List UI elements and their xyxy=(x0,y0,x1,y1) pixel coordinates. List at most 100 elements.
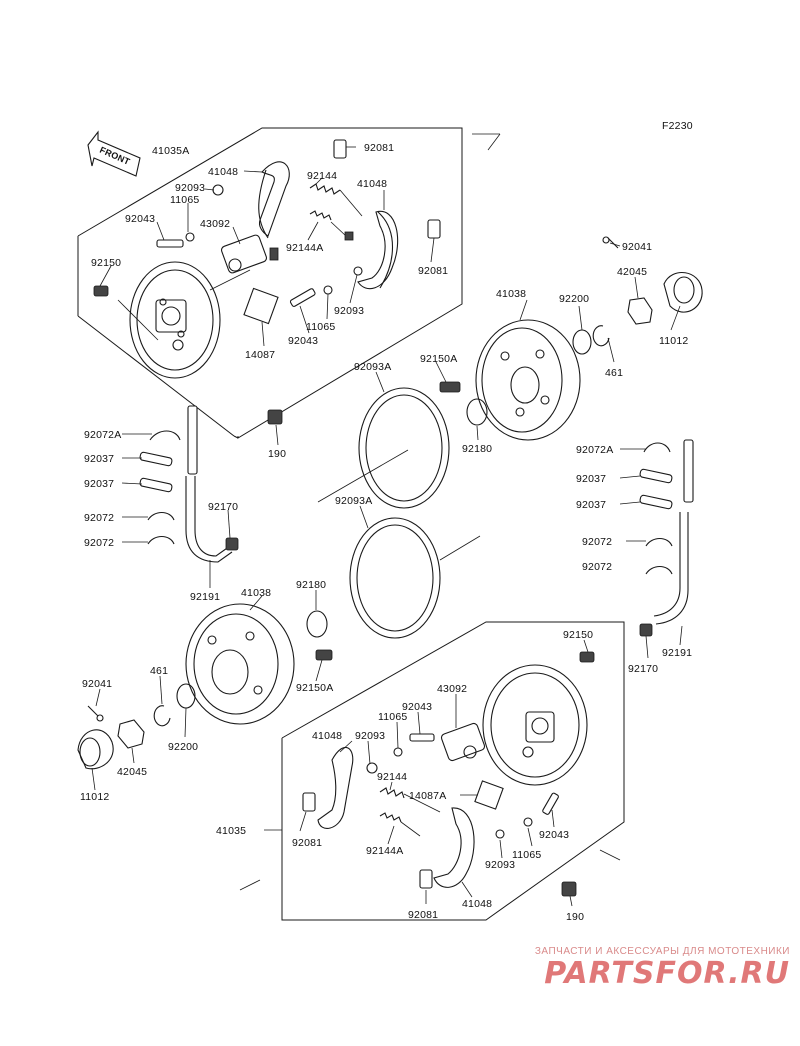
callout-92144A: 92144A xyxy=(366,845,403,857)
lower-clip-2 xyxy=(419,869,433,889)
callout-11065: 11065 xyxy=(170,194,199,206)
lower-washer-4 xyxy=(495,829,505,839)
callout-92072: 92072 xyxy=(582,536,612,548)
callout-190: 190 xyxy=(566,911,584,923)
callout-92037: 92037 xyxy=(576,473,606,485)
upper-washer-4 xyxy=(353,266,363,276)
lower-springs xyxy=(379,787,441,837)
lower-o-ring xyxy=(306,610,328,638)
callout-92180: 92180 xyxy=(462,443,492,455)
callout-92093: 92093 xyxy=(175,182,205,194)
callout-92081: 92081 xyxy=(418,265,448,277)
lower-pin-2 xyxy=(542,792,559,815)
callout-92170: 92170 xyxy=(628,663,658,675)
callout-41048: 41048 xyxy=(312,730,342,742)
watermark-subtitle: ЗАПЧАСТИ И АКСЕССУАРЫ ДЛЯ МОТОТЕХНИКИ xyxy=(534,946,790,957)
lower-hub-parts xyxy=(77,683,196,770)
lower-washer-3 xyxy=(523,817,533,827)
left-hose-parts xyxy=(139,405,283,563)
callout-92144: 92144 xyxy=(377,771,407,783)
callout-92144A: 92144A xyxy=(286,242,323,254)
upper-bolt xyxy=(93,285,109,297)
upper-washer-2 xyxy=(185,232,195,242)
lower-washer-1 xyxy=(366,762,378,774)
callout-92200: 92200 xyxy=(168,741,198,753)
lower-adjuster xyxy=(474,780,504,810)
callout-41035: 41035 xyxy=(216,825,246,837)
upper-drum-seal xyxy=(358,387,450,509)
upper-springs xyxy=(309,183,363,241)
callout-92093A: 92093A xyxy=(335,495,372,507)
callout-92072A: 92072A xyxy=(84,429,121,441)
callout-11012: 11012 xyxy=(659,335,688,347)
upper-pin-2 xyxy=(289,288,316,307)
callout-92200: 92200 xyxy=(559,293,589,305)
lower-pin-1 xyxy=(409,733,435,742)
callout-92144: 92144 xyxy=(307,170,337,182)
upper-brake-shoe-1 xyxy=(258,161,290,239)
upper-o-ring xyxy=(466,398,488,426)
leader-lines xyxy=(91,146,683,907)
upper-brake-panel xyxy=(117,261,251,379)
callout-labels: 41035A 41048 92081 92093 92144 41048 110… xyxy=(80,142,692,923)
callout-92037: 92037 xyxy=(576,499,606,511)
lower-bolt xyxy=(579,651,595,663)
callout-92093A: 92093A xyxy=(354,361,391,373)
watermark-logo: PARTSFOR.RU xyxy=(544,956,790,991)
upper-brake-shoe-2 xyxy=(357,210,399,290)
lower-wheel-cylinder xyxy=(440,722,486,762)
callout-92041: 92041 xyxy=(82,678,112,690)
callout-41048: 41048 xyxy=(208,166,238,178)
callout-92037: 92037 xyxy=(84,453,114,465)
callout-92150A: 92150A xyxy=(420,353,457,365)
callout-92093: 92093 xyxy=(355,730,385,742)
lower-bleeder xyxy=(561,881,577,897)
callout-92093: 92093 xyxy=(334,305,364,317)
callout-461: 461 xyxy=(605,367,623,379)
upper-wheel-cylinder xyxy=(220,234,279,274)
upper-clip-2 xyxy=(427,219,441,239)
callout-43092: 43092 xyxy=(200,218,230,230)
callout-92081: 92081 xyxy=(364,142,394,154)
callout-92150: 92150 xyxy=(91,257,121,269)
callout-92041: 92041 xyxy=(622,241,652,253)
upper-clip-1 xyxy=(333,139,347,159)
callout-42045: 42045 xyxy=(617,266,647,278)
upper-adjuster xyxy=(243,287,279,325)
callout-41048: 41048 xyxy=(357,178,387,190)
right-hose-parts xyxy=(639,439,694,637)
lower-brake-panel xyxy=(482,664,588,786)
callout-92180: 92180 xyxy=(296,579,326,591)
front-arrow-icon: FRONT xyxy=(87,130,141,177)
callout-14087: 14087 xyxy=(245,349,275,361)
upper-drum xyxy=(475,319,581,441)
callout-92043: 92043 xyxy=(125,213,155,225)
watermark: ЗАПЧАСТИ И АКСЕССУАРЫ ДЛЯ МОТОТЕХНИКИ PA… xyxy=(480,946,790,991)
callout-92043: 92043 xyxy=(288,335,318,347)
callout-14087A: 14087A xyxy=(409,790,446,802)
figure-code: F2230 xyxy=(662,120,693,132)
lower-brake-shoe-2 xyxy=(433,807,475,888)
callout-92093: 92093 xyxy=(485,859,515,871)
callout-92072: 92072 xyxy=(84,537,114,549)
callout-41048: 41048 xyxy=(462,898,492,910)
lower-clip-1 xyxy=(302,792,316,812)
callout-92043: 92043 xyxy=(539,829,569,841)
callout-11012: 11012 xyxy=(80,791,109,803)
callout-41035A: 41035A xyxy=(152,145,189,157)
callout-11065: 11065 xyxy=(378,711,407,723)
callout-92191: 92191 xyxy=(190,591,220,603)
callout-461: 461 xyxy=(150,665,168,677)
callout-190: 190 xyxy=(268,448,286,460)
upper-washer-3 xyxy=(323,285,333,295)
callout-42045: 42045 xyxy=(117,766,147,778)
callout-92081: 92081 xyxy=(408,909,438,921)
callout-11065: 11065 xyxy=(512,849,541,861)
callout-92072: 92072 xyxy=(84,512,114,524)
upper-hub-parts xyxy=(572,236,703,355)
lower-drum-seal xyxy=(349,517,441,639)
lower-assembly-frame xyxy=(239,621,625,921)
callout-92072: 92072 xyxy=(582,561,612,573)
callout-92043: 92043 xyxy=(402,701,432,713)
